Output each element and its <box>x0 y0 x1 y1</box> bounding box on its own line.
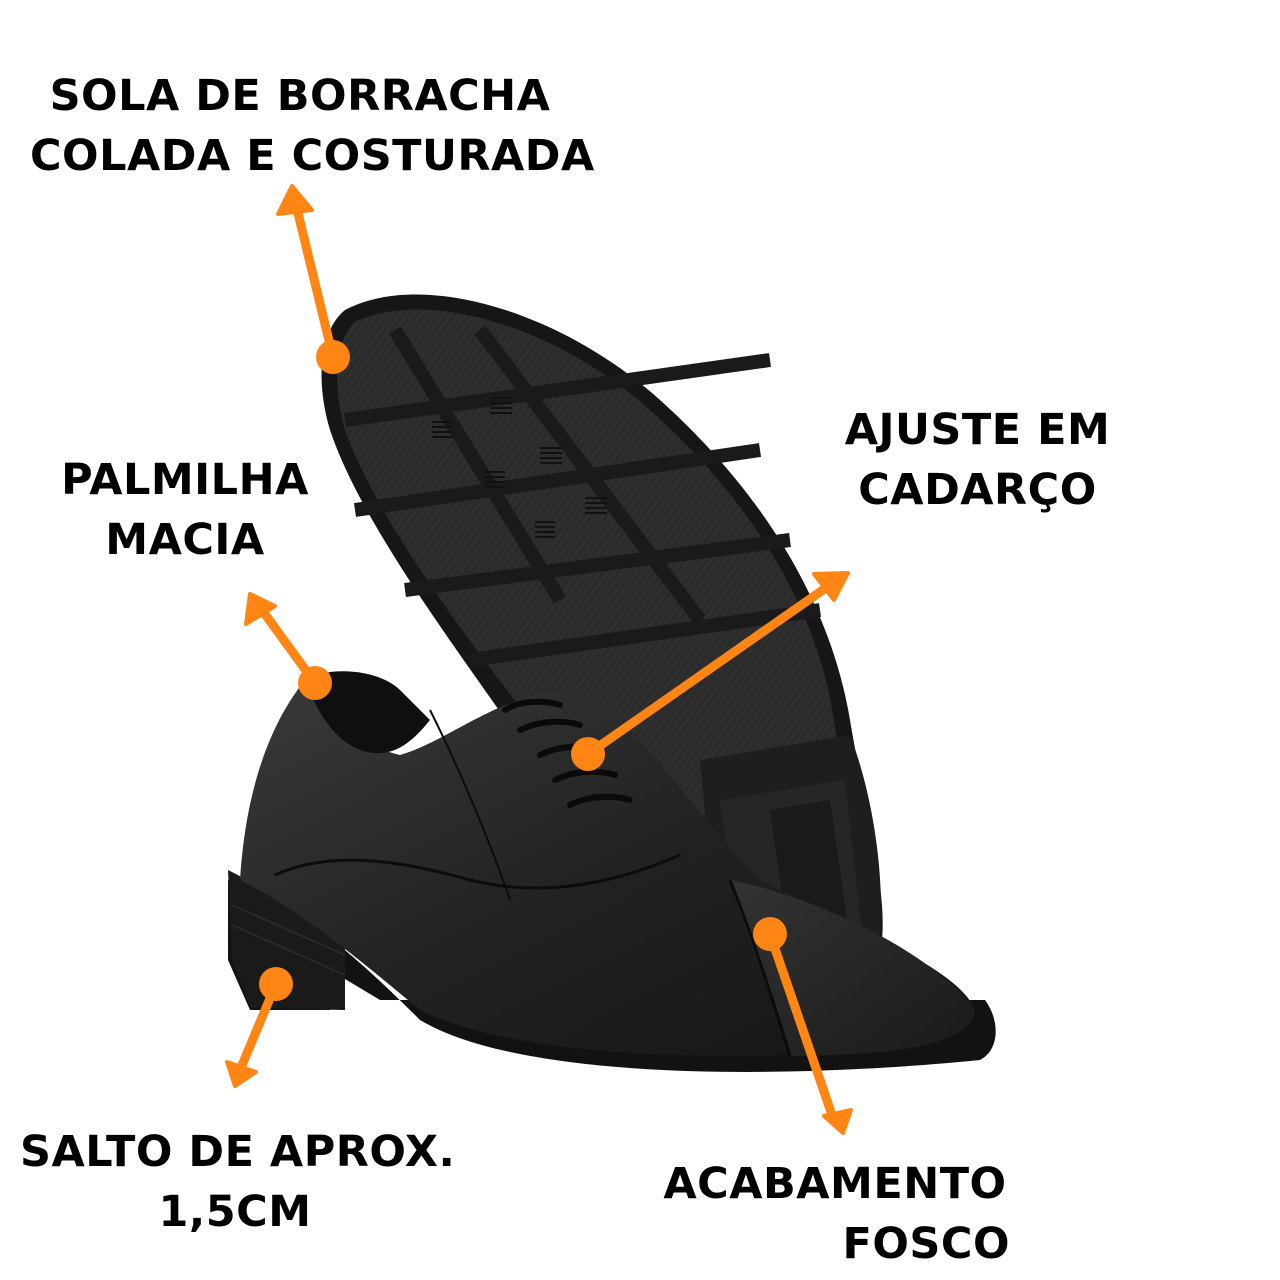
callout-label-finish: ACABAMENTO FOSCO <box>660 1154 1010 1274</box>
callout-label-insole: PALMILHA MACIA <box>40 450 330 570</box>
callout-line: PALMILHA <box>61 455 309 505</box>
callout-line: MACIA <box>105 515 265 565</box>
callout-arrows <box>225 184 853 1135</box>
callout-line: CADARÇO <box>858 465 1097 515</box>
callout-label-sole: SOLA DE BORRACHA COLADA E COSTURADA <box>30 66 595 186</box>
arrow-insole <box>244 592 332 700</box>
callout-line: 1,5CM <box>158 1187 312 1237</box>
callout-line: SALTO DE APROX. <box>20 1127 456 1177</box>
arrow-laces <box>571 571 850 771</box>
callout-line: ACABAMENTO <box>663 1159 1007 1209</box>
callout-label-heel: SALTO DE APROX. 1,5CM <box>20 1122 456 1242</box>
arrow-heel <box>225 967 293 1088</box>
callout-label-laces: AJUSTE EM CADARÇO <box>840 400 1115 520</box>
arrow-finish <box>753 917 853 1135</box>
callout-line: SOLA DE BORRACHA <box>49 71 551 121</box>
side-view-shoe <box>228 671 996 1072</box>
callout-line: COLADA E COSTURADA <box>30 131 595 181</box>
arrow-sole <box>276 184 350 374</box>
callout-line: AJUSTE EM <box>844 405 1111 455</box>
callout-line: FOSCO <box>842 1219 1010 1269</box>
